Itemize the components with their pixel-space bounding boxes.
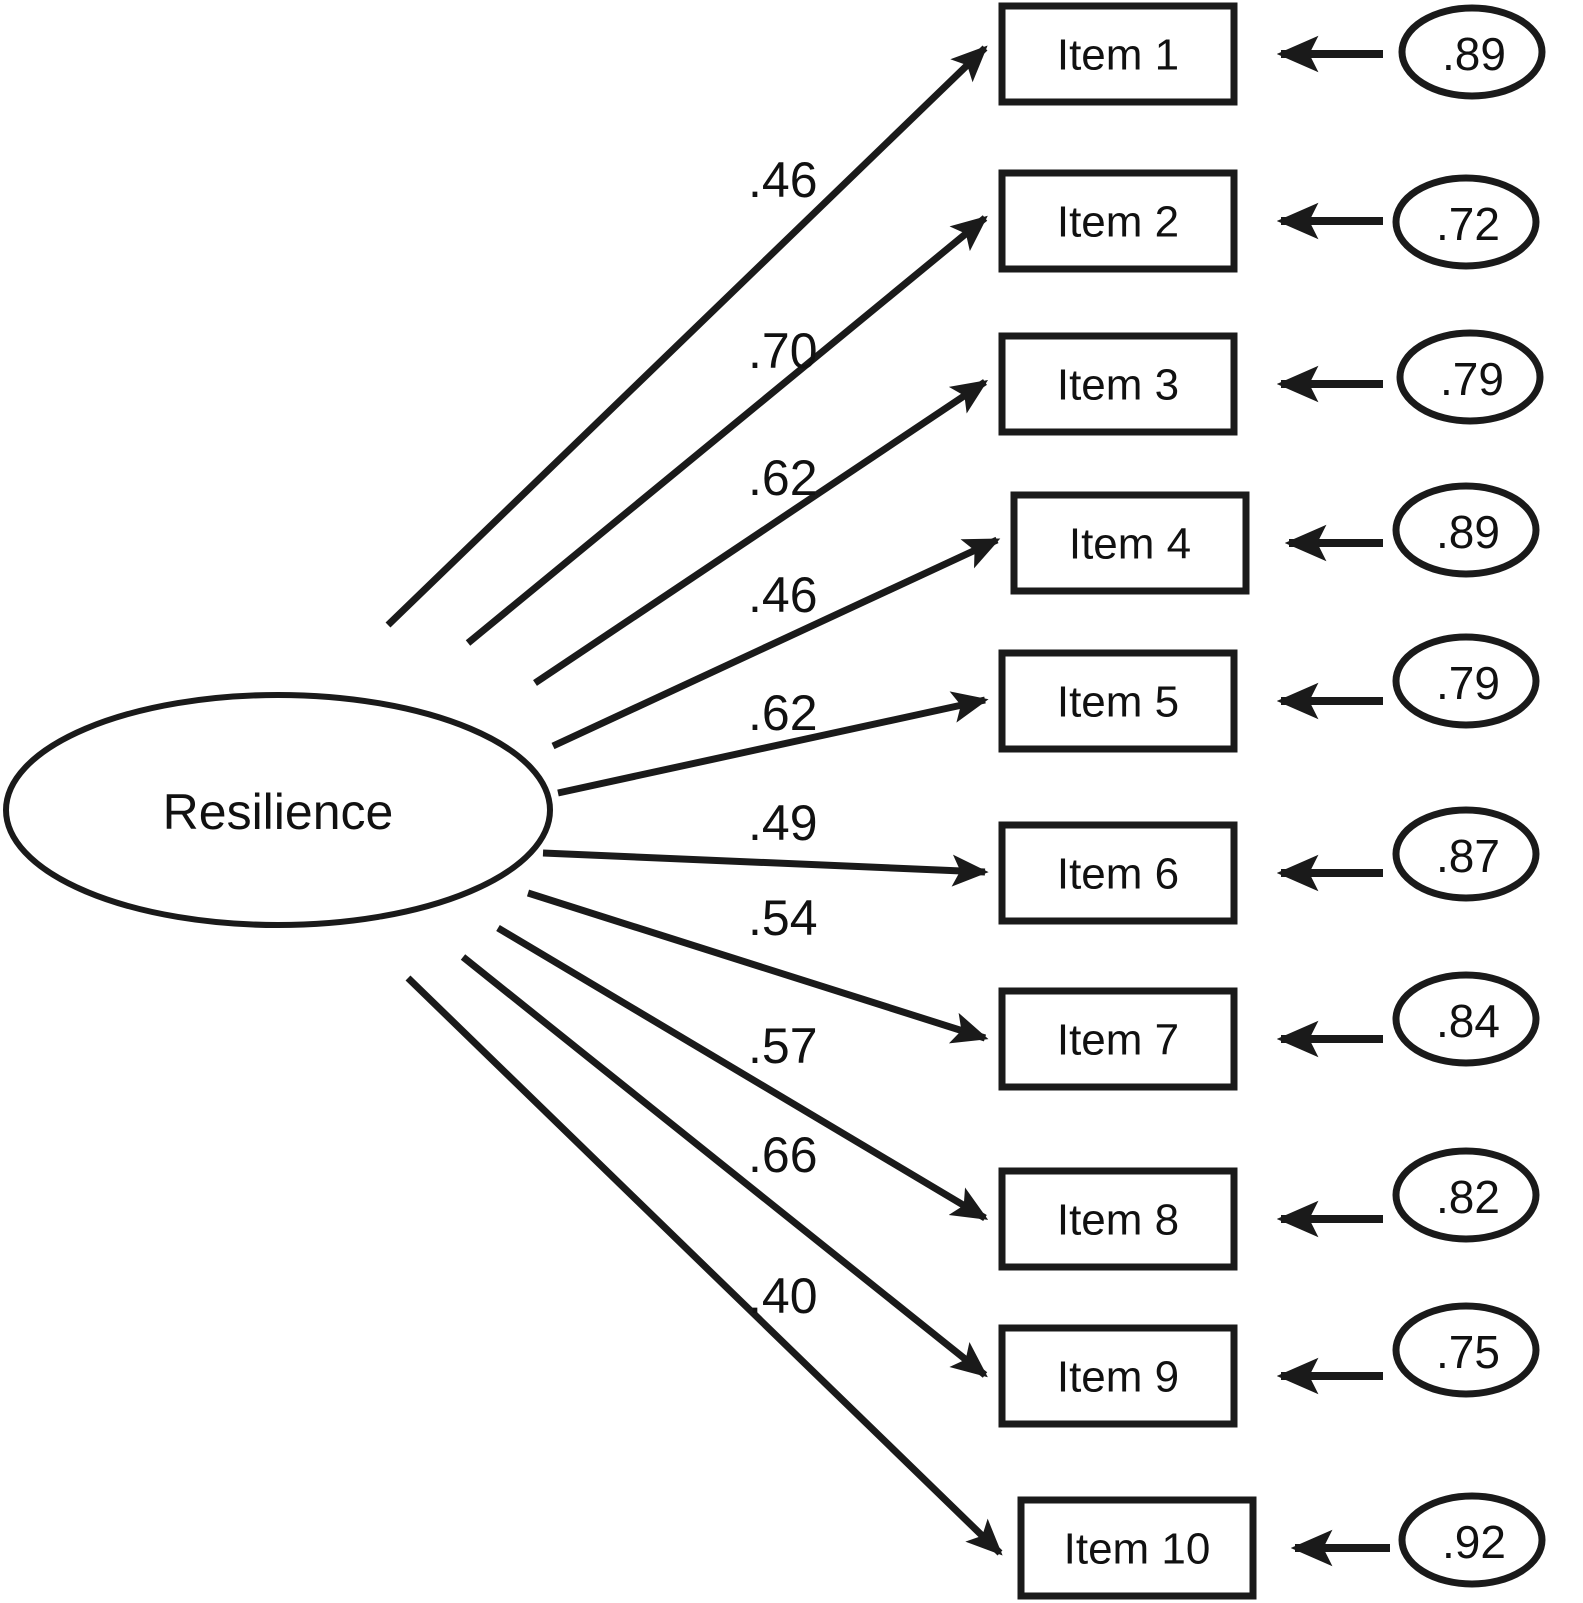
residual-item-3[interactable]: .79 — [1396, 329, 1544, 425]
residual-9-ellipse — [1392, 1302, 1540, 1398]
item-3-box — [998, 332, 1238, 436]
loading-path-item-1 — [385, 45, 988, 628]
item-7-box — [998, 987, 1238, 1091]
residual-3-label: .79 — [1440, 353, 1504, 405]
residual-item-2[interactable]: .72 — [1392, 174, 1540, 270]
residual-7-label: .84 — [1436, 995, 1500, 1047]
loading-label-item-3: .62 — [748, 450, 818, 506]
residual-10-label: .92 — [1442, 1516, 1506, 1568]
resilience-ellipse — [3, 692, 553, 928]
loading-path-item-7 — [526, 889, 989, 1044]
residual-arrows — [1276, 35, 1390, 1567]
residual-item-6[interactable]: .87 — [1392, 806, 1540, 902]
item-10-box — [1017, 1496, 1257, 1600]
residual-8-ellipse — [1392, 1147, 1540, 1243]
loading-label-item-4: .46 — [748, 567, 818, 623]
indicator-item-3[interactable]: Item 3 — [998, 332, 1238, 436]
residual-item-7[interactable]: .84 — [1392, 971, 1540, 1067]
loading-label-item-5: .62 — [748, 685, 818, 741]
residual-1-ellipse — [1398, 4, 1546, 100]
item-3-label: Item 3 — [1057, 361, 1179, 410]
item-5-label: Item 5 — [1057, 678, 1179, 727]
item-8-label: Item 8 — [1057, 1196, 1179, 1245]
loading-path-item-9 — [460, 954, 988, 1378]
indicator-item-9[interactable]: Item 9 — [998, 1324, 1238, 1428]
residual-7-ellipse — [1392, 971, 1540, 1067]
residual-8-label: .82 — [1436, 1171, 1500, 1223]
indicator-item-2[interactable]: Item 2 — [998, 169, 1238, 273]
residual-5-ellipse — [1392, 633, 1540, 729]
loading-label-item-9: .66 — [748, 1127, 818, 1183]
indicator-item-6[interactable]: Item 6 — [998, 821, 1238, 925]
loading-path-item-8 — [496, 924, 989, 1222]
latent-factor-resilience[interactable]: Resilience — [3, 692, 553, 928]
loading-path-item-4 — [551, 536, 1001, 750]
loading-path-item-6 — [542, 849, 989, 887]
residual-6-ellipse — [1392, 806, 1540, 902]
residual-6-label: .87 — [1436, 830, 1500, 882]
loading-path-item-10 — [405, 975, 1003, 1556]
loading-label-item-8: .57 — [748, 1018, 818, 1074]
residual-2-label: .72 — [1436, 198, 1500, 250]
indicator-item-10[interactable]: Item 10 — [1017, 1496, 1257, 1600]
residual-item-1[interactable]: .89 — [1398, 4, 1546, 100]
indicator-item-5[interactable]: Item 5 — [998, 649, 1238, 753]
item-9-box — [998, 1324, 1238, 1428]
item-10-label: Item 10 — [1064, 1525, 1211, 1574]
loading-label-item-1: .46 — [748, 152, 818, 208]
indicator-item-1[interactable]: Item 1 — [998, 2, 1238, 106]
residual-item-8[interactable]: .82 — [1392, 1147, 1540, 1243]
residual-10-ellipse — [1398, 1492, 1546, 1588]
residual-4-ellipse — [1392, 482, 1540, 578]
item-1-box — [998, 2, 1238, 106]
loading-path-item-2 — [465, 215, 988, 646]
indicator-item-4[interactable]: Item 4 — [1010, 491, 1250, 595]
residual-item-5[interactable]: .79 — [1392, 633, 1540, 729]
item-7-label: Item 7 — [1057, 1016, 1179, 1065]
item-8-box — [998, 1167, 1238, 1271]
loading-coefficient-labels: .46 .70 .62 .46 .62 .49 .54 .57 .66 .40 — [748, 152, 818, 1324]
item-9-label: Item 9 — [1057, 1353, 1179, 1402]
residual-9-label: .75 — [1436, 1326, 1500, 1378]
residual-item-10[interactable]: .92 — [1398, 1492, 1546, 1588]
item-6-box — [998, 821, 1238, 925]
loading-label-item-10: .40 — [748, 1268, 818, 1324]
indicator-item-7[interactable]: Item 7 — [998, 987, 1238, 1091]
residual-4-label: .89 — [1436, 506, 1500, 558]
residual-5-label: .79 — [1436, 657, 1500, 709]
item-2-label: Item 2 — [1057, 198, 1179, 247]
item-4-label: Item 4 — [1069, 520, 1191, 569]
item-6-label: Item 6 — [1057, 850, 1179, 899]
loading-label-item-6: .49 — [748, 795, 818, 851]
item-2-box — [998, 169, 1238, 273]
item-5-box — [998, 649, 1238, 753]
loading-label-item-7: .54 — [748, 890, 818, 946]
indicator-boxes: Item 1 Item 2 Item 3 Item 4 Item 5 Item … — [998, 2, 1257, 1600]
residual-ellipses: .89 .72 .79 .89 .79 .87 — [1392, 4, 1546, 1588]
loading-path-item-5 — [557, 691, 989, 797]
resilience-label: Resilience — [163, 784, 394, 840]
item-4-box — [1010, 491, 1250, 595]
residual-item-4[interactable]: .89 — [1392, 482, 1540, 578]
item-1-label: Item 1 — [1057, 31, 1179, 80]
residual-item-9[interactable]: .75 — [1392, 1302, 1540, 1398]
loading-path-item-3 — [533, 379, 989, 686]
residual-2-ellipse — [1392, 174, 1540, 270]
residual-1-label: .89 — [1442, 28, 1506, 80]
indicator-item-8[interactable]: Item 8 — [998, 1167, 1238, 1271]
loading-paths — [385, 45, 1003, 1556]
residual-3-ellipse — [1396, 329, 1544, 425]
loading-label-item-2: .70 — [748, 323, 818, 379]
